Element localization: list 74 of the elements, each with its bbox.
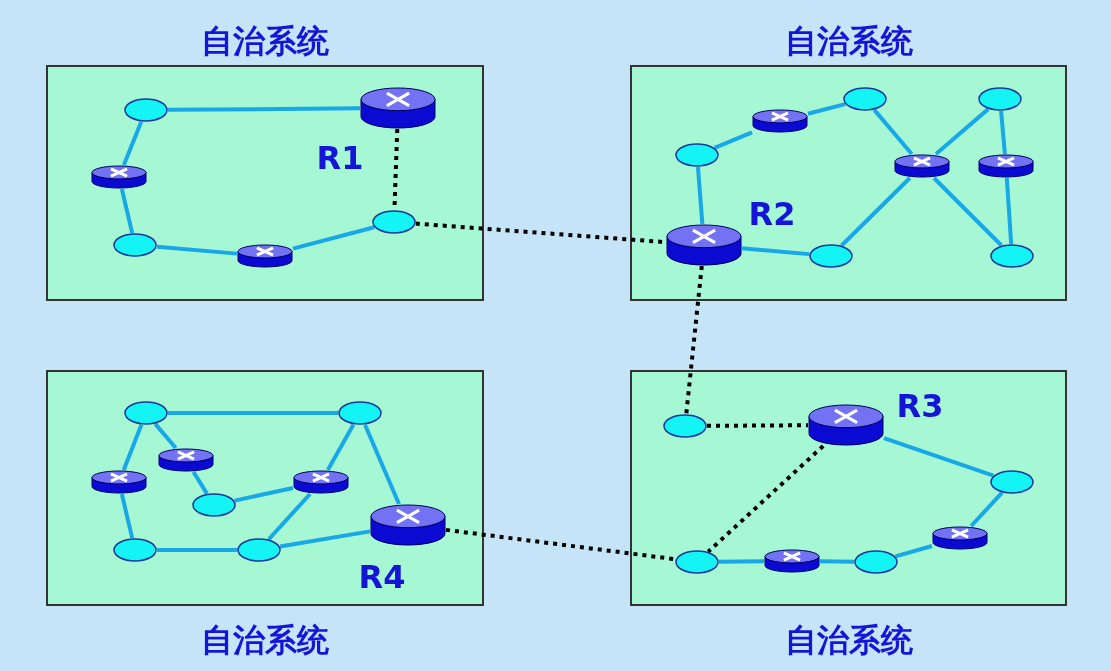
connection-line <box>292 225 375 251</box>
connection-line <box>695 166 705 225</box>
host-ellipse <box>809 244 853 268</box>
connection-line <box>894 544 933 559</box>
router-icon <box>91 470 147 494</box>
dotted-link-line <box>684 265 704 415</box>
connection-line <box>191 470 209 495</box>
router-label: R2 <box>748 198 796 230</box>
host-ellipse <box>990 244 1034 268</box>
host-ellipse <box>843 87 887 111</box>
system-title: 自治系统 <box>201 25 329 57</box>
connection-line <box>119 493 135 539</box>
router-icon <box>978 154 1034 178</box>
connection-line <box>819 559 855 564</box>
host-ellipse <box>237 538 281 562</box>
connection-line <box>840 176 912 247</box>
router-icon <box>666 224 742 266</box>
dotted-link-line <box>707 423 808 428</box>
host-ellipse <box>978 87 1022 111</box>
host-ellipse <box>113 233 157 257</box>
router-label: R3 <box>896 390 944 422</box>
host-ellipse <box>990 470 1034 494</box>
connection-line <box>157 548 237 552</box>
system-title: 自治系统 <box>784 624 913 656</box>
dotted-link-line <box>445 527 676 562</box>
host-ellipse <box>675 143 719 167</box>
host-ellipse <box>663 414 707 438</box>
router-icon <box>808 404 884 446</box>
connection-line <box>122 120 144 166</box>
connection-line <box>883 436 995 478</box>
connection-line <box>969 491 1004 528</box>
connection-line <box>999 110 1007 155</box>
dotted-link-line <box>706 444 825 554</box>
router-icon <box>360 87 436 129</box>
host-ellipse <box>338 401 382 425</box>
router-icon <box>91 165 147 189</box>
host-ellipse <box>854 550 898 574</box>
connection-line <box>363 423 401 505</box>
connection-line <box>713 130 753 150</box>
connection-line <box>119 188 135 234</box>
connection-line <box>1004 177 1014 245</box>
router-icon <box>932 526 988 550</box>
host-ellipse <box>192 493 236 517</box>
connection-line <box>168 411 338 415</box>
connection-line <box>326 423 356 471</box>
host-ellipse <box>372 210 416 234</box>
host-ellipse <box>124 401 168 425</box>
host-ellipse <box>675 550 719 574</box>
connection-line <box>121 424 144 471</box>
connection-line <box>718 559 765 564</box>
router-icon <box>370 504 446 546</box>
connection-line <box>872 108 914 156</box>
router-label: R4 <box>358 561 406 593</box>
connection-line <box>279 529 371 549</box>
system-title: 自治系统 <box>201 624 329 656</box>
connection-line <box>934 107 990 156</box>
connection-line <box>741 246 810 257</box>
host-ellipse <box>113 538 157 562</box>
connection-line <box>267 492 312 541</box>
router-icon <box>158 448 214 472</box>
router-icon <box>764 549 820 573</box>
router-icon <box>237 244 293 268</box>
router-icon <box>293 470 349 494</box>
connection-line <box>167 106 361 112</box>
connection-line <box>932 176 1003 247</box>
connection-line <box>156 244 238 256</box>
router-label: R1 <box>316 142 364 174</box>
router-icon <box>894 154 950 178</box>
host-ellipse <box>124 98 168 122</box>
router-icon <box>752 109 808 133</box>
connection-line <box>153 422 178 450</box>
system-title: 自治系统 <box>784 25 913 57</box>
connection-line <box>807 102 846 116</box>
connection-line <box>234 486 294 503</box>
